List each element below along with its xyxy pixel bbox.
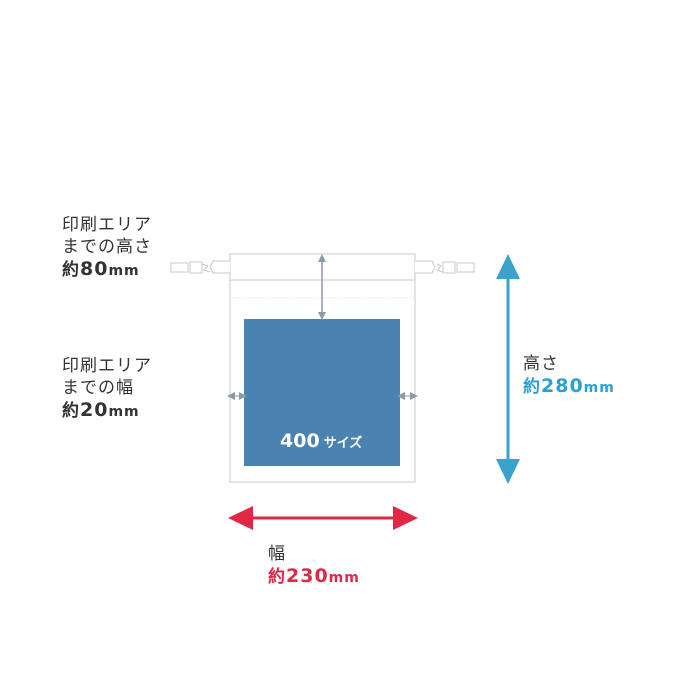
width-label-line1: 幅 [268,544,286,564]
width-unit: mm [328,570,360,586]
print-width-number: 20 [80,399,109,421]
height-prefix: 約 [523,377,541,397]
print-area [244,319,400,466]
height-label: 高さ 約280mm [523,353,615,399]
width-number: 230 [286,565,329,587]
print-width-label-line1: 印刷エリア [62,356,152,376]
print-height-number: 80 [80,258,109,280]
print-height-label-line2: までの高さ [62,237,152,257]
print-height-unit: mm [108,263,140,279]
height-label-line1: 高さ [523,354,559,374]
width-arrow [228,506,418,530]
print-height-prefix: 約 [62,260,80,280]
height-number: 280 [541,375,584,397]
print-width-label: 印刷エリア までの幅 約20mm [62,355,152,423]
width-label: 幅 約230mm [268,543,360,589]
print-area-size-number: 400 [280,430,320,452]
print-width-prefix: 約 [62,401,80,421]
width-prefix: 約 [268,567,286,587]
right-drawstring [415,260,475,274]
print-area-size-suffix: サイズ [323,436,363,451]
left-drawstring [170,260,230,274]
print-height-label-line1: 印刷エリア [62,215,152,235]
print-height-value: 約80mm [62,258,152,282]
print-height-label: 印刷エリア までの高さ 約80mm [62,214,152,282]
print-width-unit: mm [108,404,140,420]
height-arrow [496,254,520,484]
height-value: 約280mm [523,375,615,399]
width-value: 約230mm [268,565,360,589]
height-unit: mm [583,380,615,396]
print-width-value: 約20mm [62,399,152,423]
print-width-label-line2: までの幅 [62,378,134,398]
